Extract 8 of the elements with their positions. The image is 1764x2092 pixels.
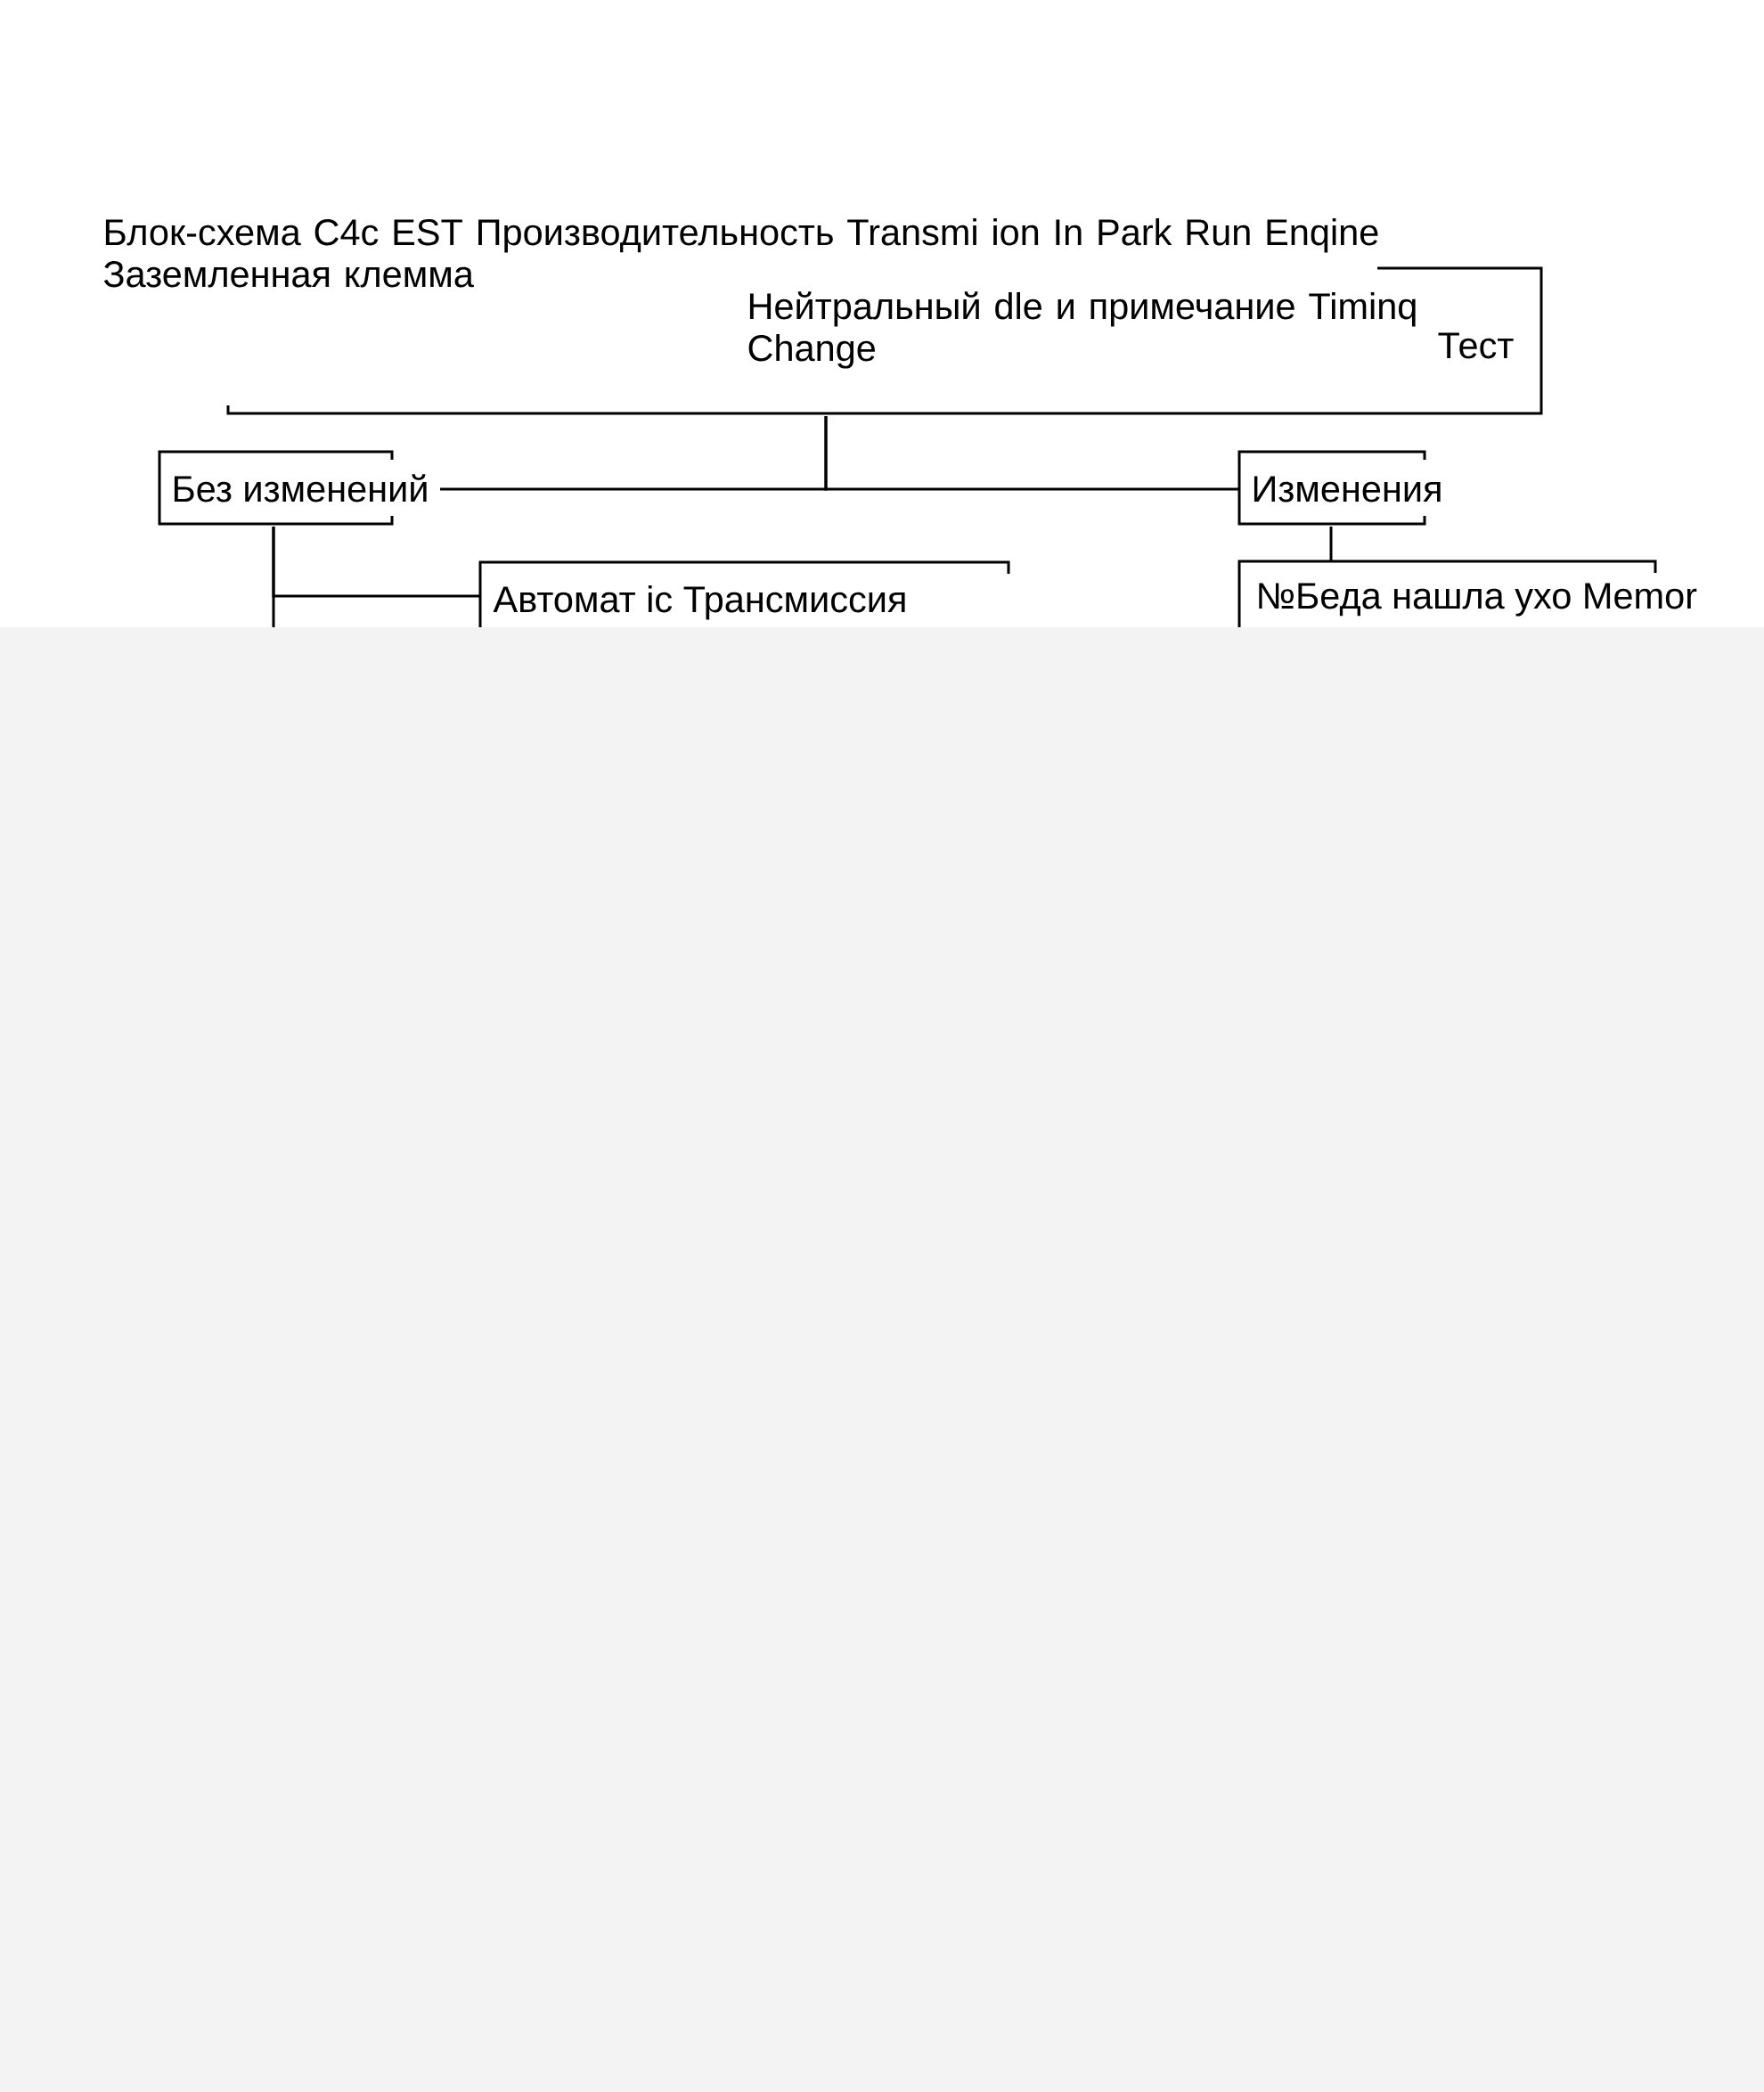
- title-text: Блок-схема C4c EST Производительность Transmi ion In Park Run Enqine Заземленная клемма: [103, 217, 1378, 288]
- connector-line: [824, 416, 1239, 491]
- bracket-box: Автомат ic Трансмиссия: [478, 560, 1010, 627]
- bracket-box: №Беда нашла ухо Memor: [1237, 560, 1697, 627]
- connector-line: [272, 527, 275, 627]
- connector-line: [1329, 527, 1333, 561]
- bracket-box: Без изменений: [158, 450, 427, 526]
- bracket-box: Изменения: [1237, 450, 1441, 526]
